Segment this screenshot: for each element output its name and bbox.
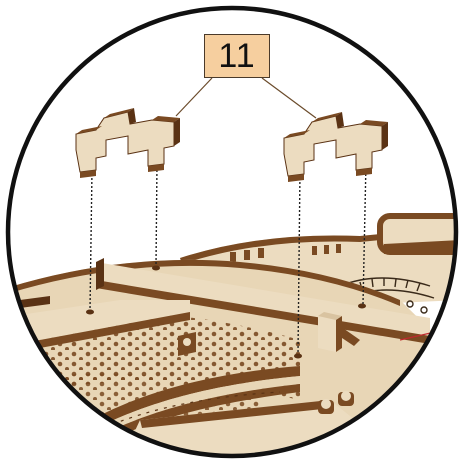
part-number-label: 11 <box>204 34 270 78</box>
part-number-text: 11 <box>218 37 255 76</box>
